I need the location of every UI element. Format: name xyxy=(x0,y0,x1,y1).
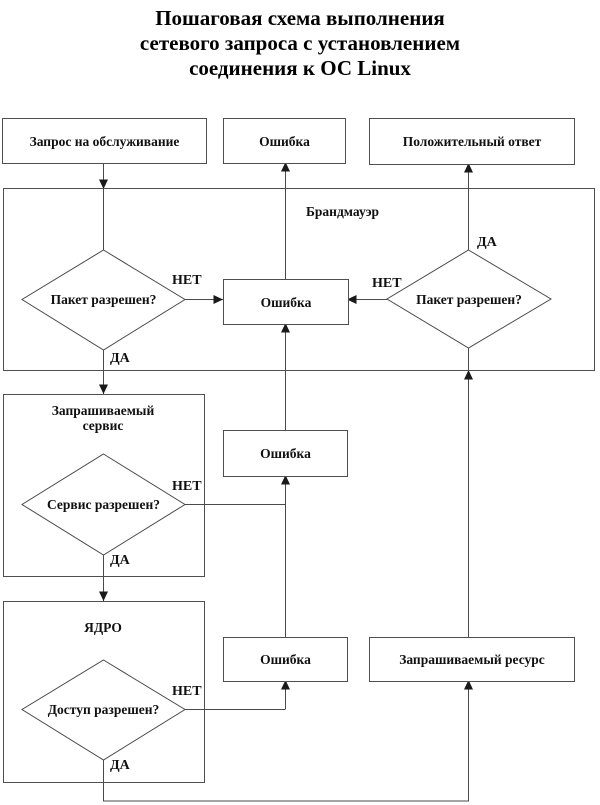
service-label-line-2: сервис xyxy=(82,418,124,433)
diamond-packet-allowed-left xyxy=(21,249,186,351)
arrowhead-into-resource xyxy=(464,680,473,690)
title-line-1: Пошаговая схема выполнения xyxy=(155,6,445,30)
diamond-service-allowed xyxy=(21,453,186,556)
node-error-kernel: Ошибка xyxy=(223,637,348,682)
diamond-packet-allowed-right xyxy=(386,249,552,349)
label-no-packet-right: НЕТ xyxy=(372,276,402,291)
edge-kernel-to-resource xyxy=(103,680,469,802)
arrowhead-into-kernel xyxy=(99,591,108,601)
arrowhead-into-error-kernel xyxy=(281,680,290,690)
access-allowed-label: Доступ разрешен? xyxy=(47,702,160,717)
container-requested-service xyxy=(3,394,205,577)
label-yes-service: ДА xyxy=(110,553,130,568)
arrowhead-into-service xyxy=(99,384,108,394)
arrowhead-into-error-service xyxy=(281,475,290,485)
arrowhead-into-error-firewall-right xyxy=(347,295,357,304)
node-error-firewall: Ошибка xyxy=(223,279,349,325)
container-firewall xyxy=(3,188,595,371)
service-allowed-label: Сервис разрешен? xyxy=(47,497,160,512)
service-label-line-1: Запрашиваемый xyxy=(51,403,155,418)
label-yes-access: ДА xyxy=(110,758,130,773)
label-no-access: НЕТ xyxy=(172,684,202,699)
page-title: Пошаговая схема выполнения сетевого запр… xyxy=(0,6,600,81)
arrowhead-into-error-firewall-bottom xyxy=(281,323,290,333)
node-requested-resource: Запрашиваемый ресурс xyxy=(369,637,575,682)
label-yes-packet-left: ДА xyxy=(110,351,130,366)
title-line-3: соединения к ОС Linux xyxy=(189,56,411,80)
arrowhead-into-firewall-bottom xyxy=(464,370,473,380)
diamond-access-allowed xyxy=(21,659,186,761)
kernel-label: ЯДРО xyxy=(84,620,122,635)
label-no-service: НЕТ xyxy=(172,479,202,494)
node-error-service: Ошибка xyxy=(223,430,348,477)
label-yes-packet-right: ДА xyxy=(477,235,497,250)
arrowhead-into-firewall xyxy=(99,179,108,189)
container-kernel xyxy=(3,601,205,783)
title-line-2: сетевого запроса с установлением xyxy=(139,31,461,55)
arrowhead-into-positive xyxy=(464,163,473,173)
node-request: Запрос на обслуживание xyxy=(2,118,207,164)
node-positive-response: Положительный ответ xyxy=(369,118,575,165)
packet-allowed-right-label: Пакет разрешен? xyxy=(416,292,522,307)
arrowhead-into-error-top xyxy=(281,162,290,172)
arrowhead-into-error-firewall-left xyxy=(213,295,223,304)
packet-allowed-left-label: Пакет разрешен? xyxy=(50,292,157,307)
node-error-top: Ошибка xyxy=(223,118,346,164)
firewall-label: Брандмауэр xyxy=(306,204,380,219)
label-no-packet-left: НЕТ xyxy=(172,273,202,288)
service-label: Запрашиваемый сервис xyxy=(3,403,203,433)
